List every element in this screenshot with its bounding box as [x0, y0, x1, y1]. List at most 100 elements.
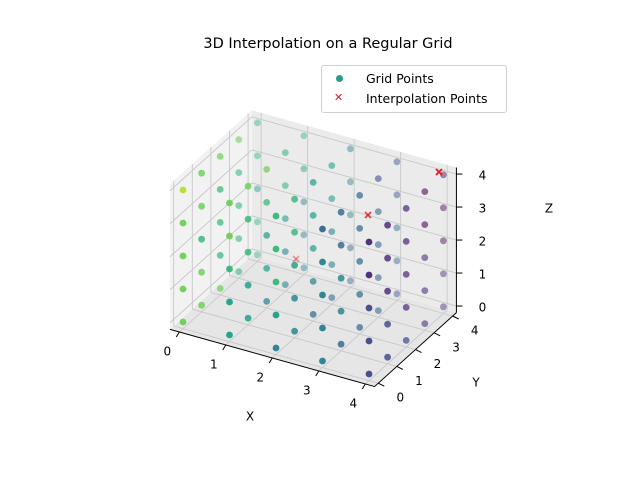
grid-point	[319, 258, 326, 266]
x-tick-label: 2	[256, 370, 264, 384]
grid-point	[281, 149, 289, 157]
grid-point	[374, 274, 382, 281]
grid-point	[374, 241, 382, 249]
grid-point	[356, 258, 364, 265]
legend-item-grid-points: Grid Points	[334, 69, 434, 87]
grid-point	[421, 254, 429, 261]
grid-point	[384, 221, 391, 229]
grid-point	[281, 215, 289, 223]
grid-point	[226, 232, 233, 240]
grid-point	[402, 271, 410, 278]
grid-point	[226, 298, 233, 306]
z-tick-label: 0	[479, 301, 487, 315]
grid-point	[365, 304, 373, 312]
grid-point	[226, 199, 233, 207]
legend-label: Interpolation Points	[366, 90, 488, 106]
grid-point	[179, 186, 187, 194]
interpolation-point-marker	[292, 255, 300, 263]
grid-point	[337, 340, 345, 348]
grid-point	[291, 327, 298, 335]
grid-point	[319, 324, 326, 332]
grid-point	[309, 311, 317, 318]
grid-point	[356, 291, 364, 298]
grid-point	[291, 294, 298, 302]
y-tick-label: 4	[471, 324, 479, 338]
grid-point	[402, 304, 410, 311]
grid-point	[291, 195, 298, 203]
legend: Grid Points ✕ Interpolation Points	[321, 65, 507, 113]
grid-point	[384, 353, 391, 361]
grid-point	[440, 237, 447, 245]
grid-point	[291, 261, 298, 269]
grid-point	[309, 179, 317, 186]
grid-point	[198, 202, 206, 210]
grid-point	[356, 225, 364, 232]
legend-label: Grid Points	[366, 70, 434, 86]
y-tick-label: 0	[396, 391, 404, 405]
grid-point	[440, 270, 447, 278]
grid-point	[421, 221, 429, 229]
circle-marker-icon	[336, 74, 343, 82]
z-tick-label: 1	[479, 268, 487, 282]
x-tick-label: 1	[210, 357, 218, 371]
grid-point	[365, 337, 373, 345]
grid-point	[244, 182, 252, 190]
grid-point	[402, 205, 410, 212]
legend-item-interpolation-points: ✕ Interpolation Points	[334, 89, 488, 107]
grid-point	[272, 344, 280, 352]
grid-point	[328, 195, 336, 203]
grid-point	[254, 185, 261, 193]
grid-point	[440, 303, 447, 311]
grid-point	[328, 228, 336, 236]
grid-point	[374, 307, 382, 314]
grid-point	[374, 175, 382, 183]
grid-point	[216, 219, 224, 226]
grid-point	[393, 290, 401, 298]
grid-point	[421, 287, 429, 294]
grid-point	[309, 212, 317, 219]
grid-point	[365, 271, 373, 279]
grid-point	[300, 264, 308, 272]
grid-point	[281, 182, 289, 190]
grid-point	[402, 337, 410, 344]
grid-point	[393, 191, 401, 199]
x-marker-icon: ✕	[334, 91, 344, 104]
grid-point	[235, 268, 243, 275]
grid-point	[235, 235, 243, 243]
grid-point	[254, 251, 261, 259]
grid-point	[235, 202, 243, 210]
grid-point	[179, 219, 187, 227]
grid-point	[235, 136, 243, 144]
grid-point	[365, 238, 373, 246]
grid-point	[402, 238, 410, 245]
grid-point	[179, 252, 187, 260]
y-axis-label: Y	[471, 376, 480, 390]
grid-point	[300, 231, 308, 239]
grid-point	[244, 248, 252, 256]
grid-point	[244, 314, 252, 322]
grid-point	[393, 224, 401, 232]
grid-point	[263, 232, 271, 239]
grid-point	[263, 166, 271, 173]
grid-point	[337, 241, 345, 249]
z-axis-label: Z	[545, 202, 553, 216]
grid-point	[263, 199, 271, 206]
grid-point	[216, 285, 224, 292]
x-tick-label: 0	[163, 344, 171, 358]
grid-point	[198, 235, 206, 243]
grid-point	[216, 252, 224, 259]
grid-point	[263, 298, 271, 305]
grid-point	[347, 244, 354, 252]
x-tick-label: 3	[303, 383, 311, 397]
grid-point	[263, 265, 271, 272]
grid-point	[440, 204, 447, 212]
grid-point	[328, 294, 336, 301]
grid-point	[226, 331, 233, 339]
grid-point	[347, 277, 354, 285]
grid-point	[179, 318, 187, 326]
grid-point	[328, 261, 336, 268]
y-tick-label: 1	[415, 374, 423, 388]
grid-point	[347, 145, 354, 153]
x-tick-label: 4	[349, 396, 357, 410]
